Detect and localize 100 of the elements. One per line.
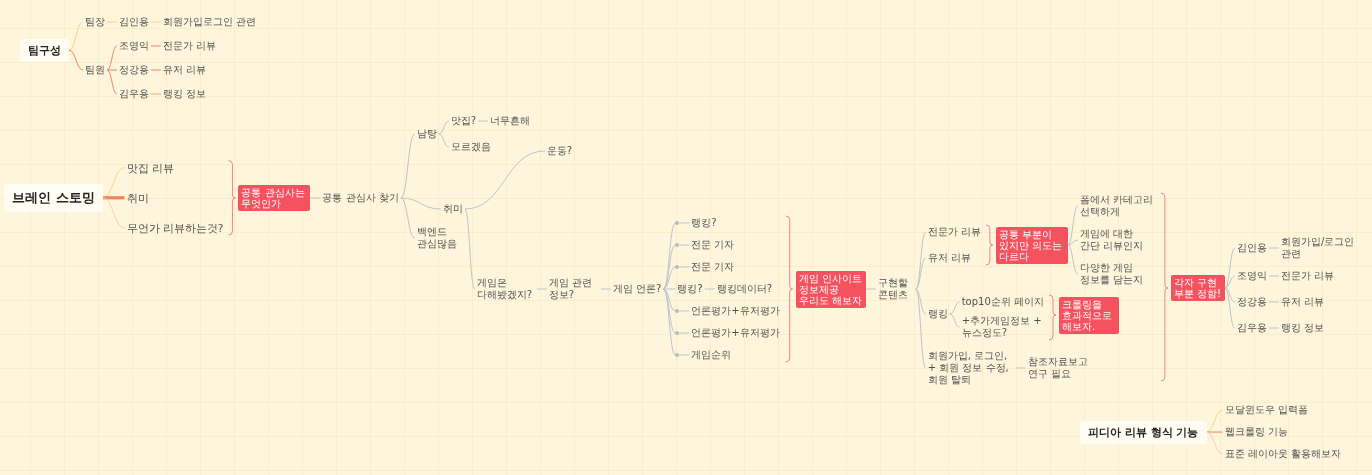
branch-line <box>678 332 690 334</box>
branch-line <box>68 49 84 71</box>
branch-line <box>106 69 118 95</box>
branch-line <box>1268 247 1280 249</box>
branch-line <box>662 288 676 290</box>
branch-label: 전문가 리뷰 <box>161 40 219 52</box>
branch-line <box>150 45 162 47</box>
summary-box: 공통 부분이 있지만 의도는 다르다 <box>995 226 1068 264</box>
branch-line <box>1224 247 1236 289</box>
branch-label: 전문 기자 <box>689 239 737 251</box>
branch-label: 정강용 <box>1234 296 1269 308</box>
branch-line <box>678 244 690 246</box>
branch-line <box>400 197 442 210</box>
branch-label: 김인용 <box>1234 242 1269 254</box>
branch-line <box>400 133 416 199</box>
branch-line <box>915 231 927 290</box>
branch-label: top10순위 페이지 <box>959 296 1046 308</box>
branch-label: 다양한 게임 정보를 담는지 <box>1077 262 1157 286</box>
branch-line <box>1224 287 1236 303</box>
branch-line <box>477 120 489 122</box>
branch-label: 취미 <box>124 191 151 205</box>
branch-label: 운동? <box>544 145 575 157</box>
branch-line <box>1268 327 1280 329</box>
topic-box: 브레인 스토밍 <box>4 184 103 212</box>
branch-line <box>150 21 162 23</box>
summary-box: 각자 구현 부분 정함! <box>1170 275 1225 301</box>
branch-label: 유저 리뷰 <box>925 252 973 264</box>
branch-label: 웹크롤링 기능 <box>1222 426 1290 438</box>
branch-label: 랭킹 정보 <box>1278 322 1327 334</box>
branch-label: 김인용 <box>117 16 151 28</box>
branch-label: 회원가입, 로그인, + 회원 정보 수정, 회원 탈퇴 <box>925 350 1016 386</box>
branch-line <box>1224 275 1236 289</box>
branch-line <box>150 69 162 71</box>
branch-line <box>1206 409 1223 433</box>
branch-label: 참조자료보고 연구 필요 <box>1025 356 1092 380</box>
branch-line <box>915 257 927 290</box>
junction-dot <box>675 243 680 247</box>
branch-line <box>1015 367 1027 369</box>
branch-line <box>949 301 961 315</box>
branch-line <box>662 266 676 290</box>
branch-line <box>106 69 118 71</box>
branch-label: +추가게임정보 + 뉴스정도? <box>959 315 1046 339</box>
branch-label: 랭킹 정보 <box>161 88 209 100</box>
branch-line <box>915 288 927 315</box>
branch-line <box>600 288 612 290</box>
branch-line <box>1206 431 1223 433</box>
branch-line <box>678 354 690 356</box>
branch-line <box>1067 239 1079 246</box>
topic-box: 팀구성 <box>20 38 69 62</box>
branch-label: 백엔드 관심많음 <box>414 226 465 250</box>
summary-box: 크롤링을 효과적으로 해보자. <box>1059 296 1119 334</box>
branch-label: 유저 리뷰 <box>1278 296 1327 308</box>
branch-line <box>438 120 450 135</box>
branch-label: 정강용 <box>117 64 151 76</box>
branch-label: 맛집? <box>448 115 479 127</box>
branch-line <box>464 208 476 290</box>
branch-line <box>915 288 927 369</box>
branch-line <box>662 288 676 312</box>
branch-label: 랭킹? <box>689 217 719 229</box>
branch-line <box>678 222 690 224</box>
branch-label: 너무흔해 <box>488 115 533 127</box>
branch-label: 유저 리뷰 <box>161 64 209 76</box>
branch-line <box>662 288 676 356</box>
branch-line <box>662 222 676 290</box>
branch-line <box>678 310 690 312</box>
branch-line <box>662 244 676 290</box>
branch-line <box>662 288 676 334</box>
branch-label: 폼에서 카테고리 선택하게 <box>1077 194 1157 218</box>
branch-line <box>1206 431 1223 455</box>
branch-line <box>102 197 126 229</box>
branch-line <box>1268 301 1280 303</box>
junction-dot <box>675 331 680 335</box>
branch-line <box>309 197 321 199</box>
branch-label: 회원가입로그인 관련 <box>161 16 259 28</box>
branch-line <box>536 288 548 290</box>
branch-line <box>1224 287 1236 329</box>
branch-label: 조영익 <box>117 40 151 52</box>
junction-dot <box>675 309 680 313</box>
branch-line <box>865 288 877 290</box>
branch-label: 무언가 리뷰하는것? <box>124 221 226 235</box>
branch-label: 랭킹 <box>925 308 950 320</box>
branch-label: 팀원 <box>83 64 107 76</box>
branch-label: 구현할 콘텐츠 <box>875 277 916 301</box>
junction-dot <box>675 221 680 225</box>
branch-label: 모달윈도우 입력폼 <box>1222 404 1310 416</box>
branch-label: 표준 레이아웃 활용해보자 <box>1222 448 1343 460</box>
branch-label: 김우용 <box>1234 322 1269 334</box>
junction-dot <box>675 353 680 357</box>
branch-label: 취미 <box>440 203 465 215</box>
branch-label: 공통 관심사 찾기 <box>320 192 401 204</box>
branch-line <box>678 266 690 268</box>
branch-label: 팀장 <box>83 16 107 28</box>
branch-line <box>438 133 450 148</box>
branch-label: 게임순위 <box>689 349 734 361</box>
branch-line <box>464 150 546 210</box>
branch-line <box>106 21 118 23</box>
branch-label: 회원가입/로그인 관련 <box>1278 236 1358 260</box>
branch-line <box>106 45 118 71</box>
branch-label: 김우용 <box>117 88 151 100</box>
topic-box: 피디아 리뷰 형식 기능 <box>1080 420 1207 444</box>
